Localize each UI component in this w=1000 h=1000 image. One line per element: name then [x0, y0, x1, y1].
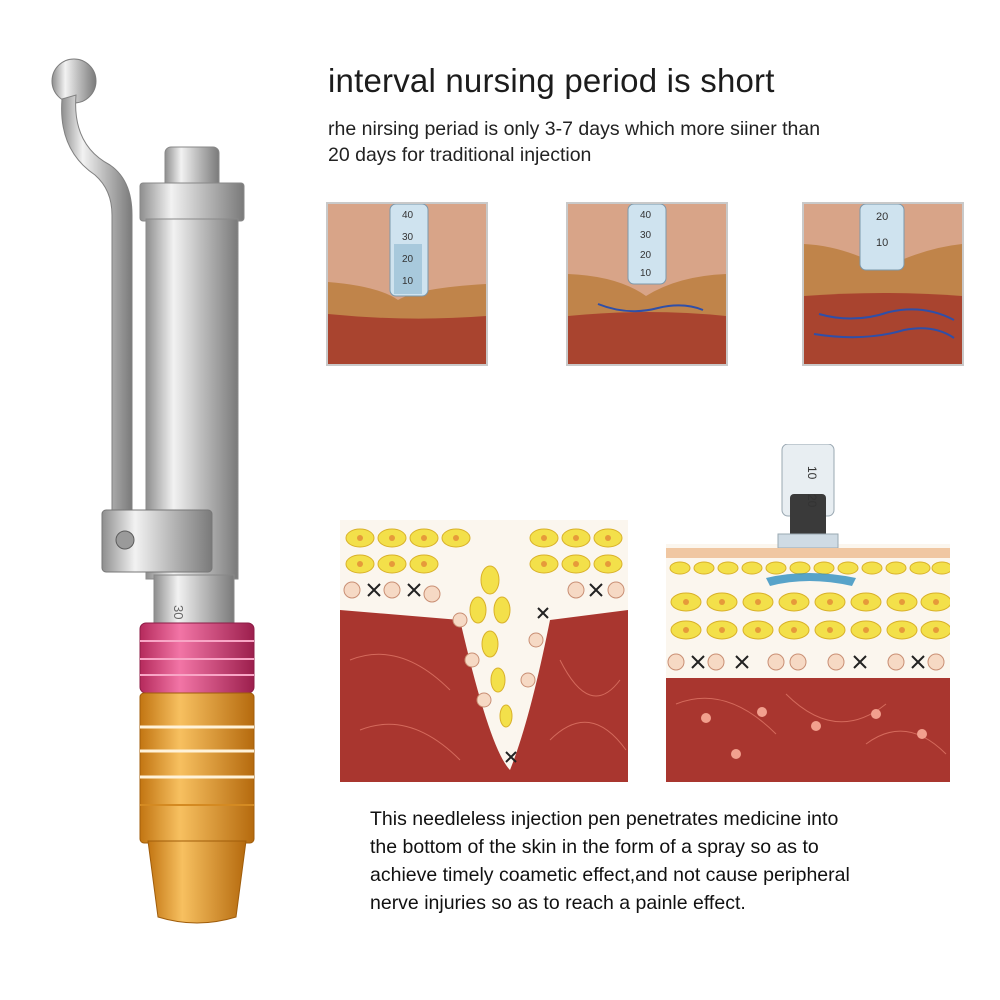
- syringe-1-label-10: 10: [402, 276, 414, 287]
- syringe-panel-2-illustration: 40 30 20 10: [568, 203, 726, 364]
- syringe-panel-3: 20 10: [802, 202, 964, 366]
- description-line-3: achieve timely coametic effect,and not c…: [370, 864, 850, 886]
- needleless-cross-section: 10 20: [666, 444, 950, 782]
- syringe-panel-1-illustration: 40 30 20 10: [328, 203, 486, 364]
- pen-scale-number: 30: [171, 605, 186, 619]
- description-line-4: nerve injuries so as to reach a painle e…: [370, 892, 746, 914]
- subtitle-line-1: rhe nirsing periad is only 3-7 days whic…: [328, 118, 821, 140]
- syringe-panel-2: 40 30 20 10: [566, 202, 728, 366]
- headline: interval nursing period is short: [328, 62, 775, 99]
- needleless-syringe-label-20: 20: [805, 494, 819, 508]
- syringe-2-label-40: 40: [640, 210, 652, 221]
- syringe-1-label-40: 40: [402, 210, 414, 221]
- syringe-2-label-20: 20: [640, 250, 652, 261]
- description-line-1: This needleless injection pen penetrates…: [370, 808, 839, 830]
- subtitle-line-2: 20 days for traditional injection: [328, 144, 592, 166]
- syringe-2-label-30: 30: [640, 230, 652, 241]
- needleless-syringe-label-10: 10: [805, 466, 819, 480]
- syringe-3-label-20: 20: [876, 211, 888, 223]
- syringe-1-label-20: 20: [402, 254, 414, 265]
- syringe-3-label-10: 10: [876, 237, 888, 249]
- wrinkle-cross-section: [340, 520, 628, 782]
- syringe-1-label-30: 30: [402, 232, 414, 243]
- injection-pen-image: 30: [51, 58, 255, 924]
- syringe-2-label-10: 10: [640, 268, 652, 279]
- syringe-panel-1: 40 30 20 10: [326, 202, 488, 366]
- description-line-2: the bottom of the skin in the form of a …: [370, 836, 819, 858]
- syringe-panel-3-illustration: 20 10: [804, 203, 962, 364]
